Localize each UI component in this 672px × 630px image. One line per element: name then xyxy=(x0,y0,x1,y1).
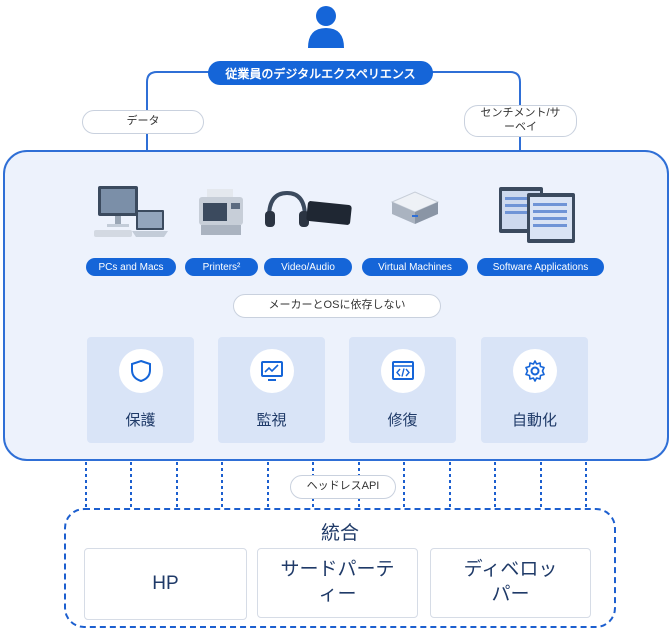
capability-automate: 自動化 xyxy=(481,337,588,443)
capability-remediate: 修復 xyxy=(349,337,456,443)
capability-protect: 保護 xyxy=(87,337,194,443)
integration-box: 統合 HP サードパーティー ディベロッパー xyxy=(64,508,616,628)
code-window-icon xyxy=(391,361,414,380)
device-label-pcs-macs: PCs and Macs xyxy=(86,258,176,276)
vendor-os-agnostic-label: メーカーとOSに依存しない xyxy=(233,294,441,318)
integration-card-developer: ディベロッパー xyxy=(430,548,591,618)
shield-icon xyxy=(130,359,151,383)
virtual-machine-icon xyxy=(390,191,440,224)
headset-icon xyxy=(265,190,352,227)
capability-label: 修復 xyxy=(387,412,418,429)
employee-experience-title: 従業員のデジタルエクスペリエンス xyxy=(208,61,433,85)
capability-label: 保護 xyxy=(125,412,156,429)
capability-label: 自動化 xyxy=(511,412,557,429)
app-window-icon xyxy=(499,187,575,243)
device-label-printers: Printers² xyxy=(185,258,258,276)
gear-icon xyxy=(524,360,545,382)
headless-api-label: ヘッドレスAPI xyxy=(290,475,396,499)
user-icon xyxy=(308,6,344,48)
capability-label: 監視 xyxy=(256,412,287,429)
capability-monitor: 監視 xyxy=(218,337,325,443)
monitor-chart-icon xyxy=(260,361,283,381)
printer-icon xyxy=(199,189,243,235)
computer-icon xyxy=(94,186,168,237)
integration-title: 統合 xyxy=(320,523,359,544)
device-label-software-applications: Software Applications xyxy=(477,258,604,276)
sentiment-survey-label: センチメント/サーベイ xyxy=(464,105,577,137)
integration-card-hp: HP xyxy=(84,548,247,620)
device-label-virtual-machines: Virtual Machines xyxy=(362,258,468,276)
device-label-video-audio: Video/Audio xyxy=(264,258,352,276)
data-label: データ xyxy=(82,110,204,134)
integration-card-third-party: サードパーティー xyxy=(257,548,418,618)
